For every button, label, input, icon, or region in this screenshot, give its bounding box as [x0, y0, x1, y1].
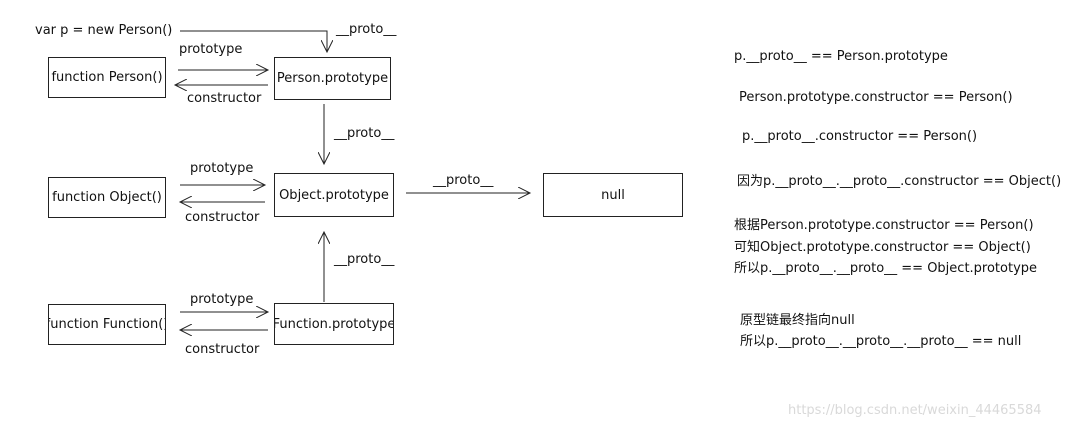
box-object-prototype: Object.prototype	[274, 173, 394, 217]
note-line: 因为p.__proto__.__proto__.constructor == O…	[737, 174, 1062, 189]
note-line: Person.prototype.constructor == Person()	[739, 90, 1013, 105]
note-line: 根据Person.prototype.constructor == Person…	[734, 218, 1034, 233]
box-person-prototype: Person.prototype	[274, 57, 391, 100]
note-line: 可知Object.prototype.constructor == Object…	[734, 240, 1031, 255]
edge-label-object-constructor: constructor	[185, 210, 260, 225]
box-function-object: function Object()	[48, 177, 166, 218]
box-function-prototype: Function.prototype	[274, 303, 394, 345]
box-function-person: function Person()	[48, 57, 166, 98]
note-line: 所以p.__proto__.__proto__ == Object.protot…	[734, 261, 1038, 276]
note-line: p.__proto__.constructor == Person()	[742, 129, 978, 144]
watermark: https://blog.csdn.net/weixin_44465584	[788, 403, 1042, 418]
note-line: 原型链最终指向null	[740, 313, 855, 328]
edge-label-function-proto-up: __proto__	[334, 252, 395, 267]
edge-label-person-constructor: constructor	[187, 91, 262, 106]
note-line: p.__proto__ == Person.prototype	[734, 49, 948, 64]
box-null: null	[543, 173, 683, 217]
edge-label-person-prototype: prototype	[179, 42, 243, 57]
edge-label-object-proto-null: __proto__	[433, 173, 494, 188]
edge-label-function-prototype: prototype	[190, 292, 254, 307]
edge-label-function-constructor: constructor	[185, 342, 260, 357]
statement-label: var p = new Person()	[35, 23, 173, 38]
p-proto-arrow	[180, 30, 327, 52]
box-function-function: function Function()	[48, 304, 166, 345]
note-line: 所以p.__proto__.__proto__.__proto__ == nul…	[740, 334, 1022, 349]
edge-label-person-proto-up: __proto__	[334, 126, 395, 141]
edge-label-object-prototype: prototype	[190, 161, 254, 176]
edge-label-p-proto: __proto__	[336, 22, 397, 37]
